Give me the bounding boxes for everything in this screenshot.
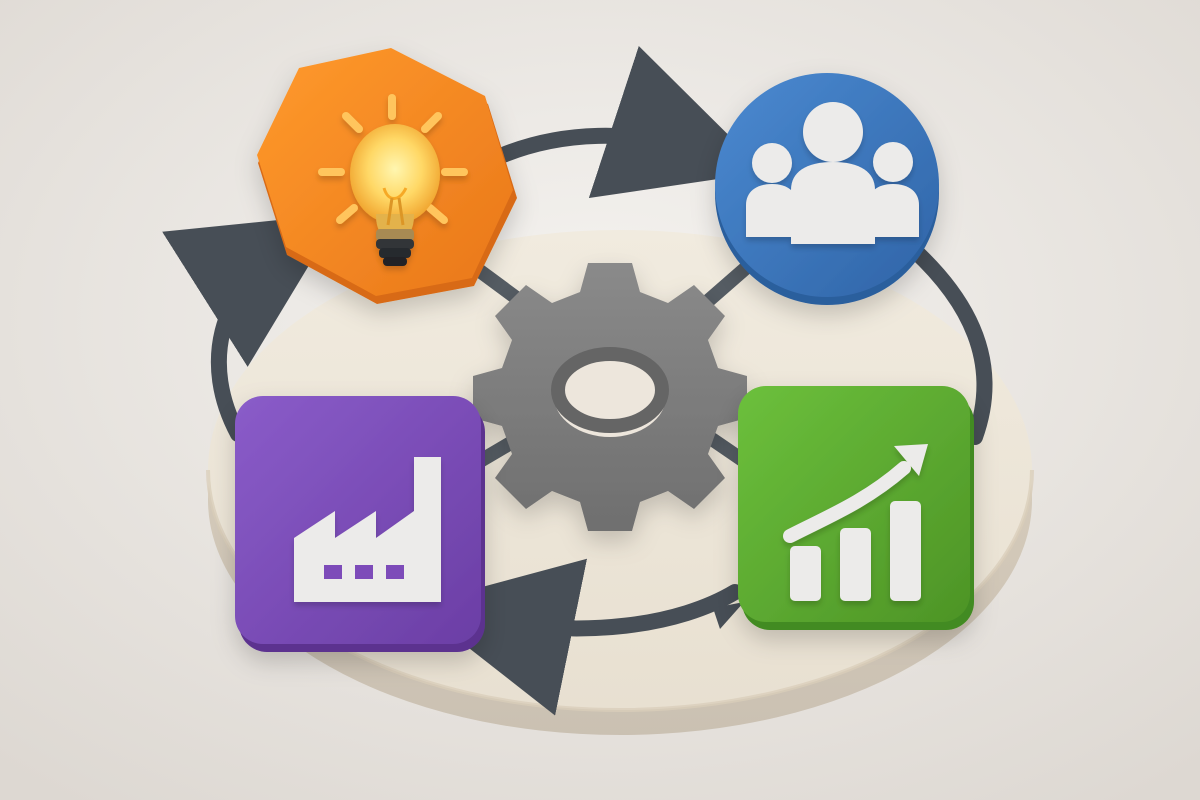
growth-to-production-arrow (414, 558, 743, 716)
lightbulb-icon (318, 94, 468, 266)
production-to-idea-arrow (162, 213, 341, 442)
growth-chart-icon (783, 444, 928, 601)
node-growth (738, 386, 974, 630)
node-idea (257, 48, 517, 304)
growth-arrowhead-right (713, 602, 744, 629)
people-icon (746, 102, 919, 244)
team-to-growth-arrow (906, 242, 993, 445)
center-gear (473, 263, 747, 531)
node-team (715, 73, 939, 305)
cycle-connections (162, 46, 993, 716)
factory-icon (294, 457, 441, 602)
gear-icon (473, 263, 747, 531)
idea-to-team-arrow (495, 46, 766, 199)
node-production (235, 396, 485, 652)
